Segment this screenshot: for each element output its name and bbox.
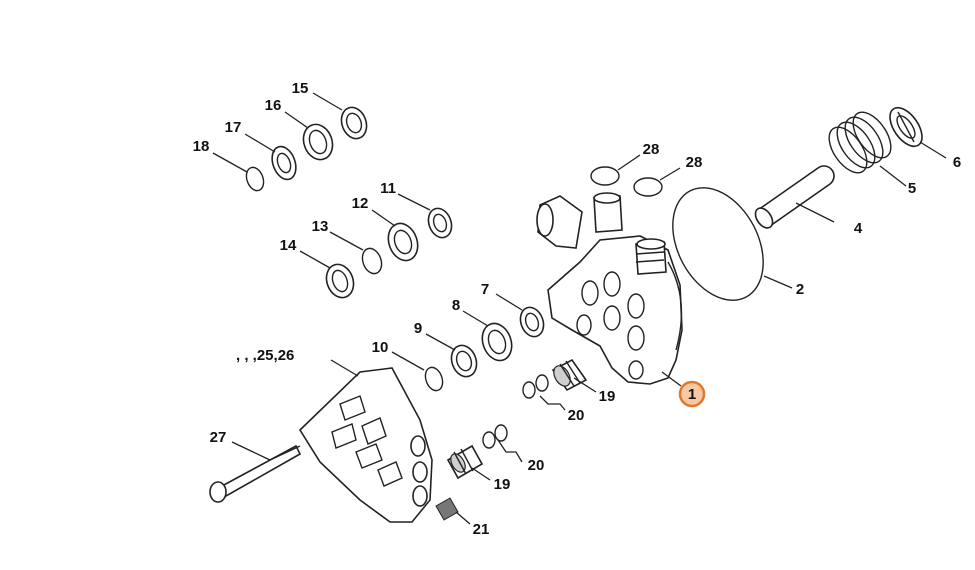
- label-part-21: 21: [473, 521, 490, 538]
- label-part-20-upper: 20: [568, 407, 585, 424]
- label-part-28-a: 28: [643, 141, 660, 158]
- label-part-6: 6: [953, 154, 961, 171]
- part-11-seal: [427, 207, 453, 239]
- label-part-13: 13: [312, 218, 329, 235]
- label-part-18: 18: [193, 138, 210, 155]
- part-16-seal: [302, 123, 334, 161]
- leader-lines: [212, 92, 947, 525]
- part-14-seal: [325, 263, 355, 299]
- part-21-plug: [435, 497, 459, 521]
- label-part-5: 5: [908, 180, 916, 197]
- label-part-17: 17: [225, 119, 242, 136]
- part-2-large-oring: [672, 187, 764, 301]
- part-4-piston: [754, 165, 835, 229]
- label-part-10: 10: [372, 339, 389, 356]
- label-part-15: 15: [292, 80, 309, 97]
- label-part-2: 2: [796, 281, 804, 298]
- part-5-spring: [828, 111, 892, 174]
- label-part-16: 16: [265, 97, 282, 114]
- part-17-seal: [271, 145, 297, 181]
- label-part-28-b: 28: [686, 154, 703, 171]
- label-part-12: 12: [352, 195, 369, 212]
- label-part-4: 4: [854, 220, 863, 237]
- label-part-1: 1: [688, 386, 696, 403]
- part-19-check-valve-lower: [446, 444, 484, 480]
- part-9-seal: [450, 344, 478, 378]
- part-27-bolt: [209, 444, 302, 503]
- label-part-20-lower: 20: [528, 457, 545, 474]
- part-28-oring-a: [590, 166, 620, 186]
- part-12-seal: [387, 222, 419, 262]
- part-18-ring: [245, 166, 265, 192]
- part-labels: 1 2 4 5 6 7 8 9 10 11 12 13 14 15 16 17 …: [193, 80, 962, 538]
- label-part-22-26: , , ,25,26: [236, 347, 294, 364]
- label-part-27: 27: [210, 429, 227, 446]
- label-part-14: 14: [280, 237, 297, 254]
- part-15-seal: [340, 106, 368, 140]
- part-20-orings-upper: [522, 374, 549, 399]
- label-part-19-lower: 19: [494, 476, 511, 493]
- part-10-ring: [424, 366, 444, 392]
- label-part-8: 8: [452, 297, 460, 314]
- label-part-7: 7: [481, 281, 489, 298]
- part-8-seal: [481, 322, 513, 362]
- part-6-spring-cap: [889, 106, 923, 148]
- label-part-9: 9: [414, 320, 422, 337]
- part-7-seal: [519, 306, 545, 338]
- part-19-check-valve-upper: [551, 358, 588, 392]
- part-13-ring: [361, 247, 383, 275]
- part-1-pump-housing: [536, 192, 683, 385]
- part-22-26-manifold-plate: [298, 367, 433, 523]
- highlight-callout: [678, 380, 706, 408]
- part-28-oring-b: [633, 177, 663, 197]
- label-part-19-upper: 19: [599, 388, 616, 405]
- label-part-11: 11: [380, 180, 396, 197]
- part-20-orings-lower: [482, 424, 508, 449]
